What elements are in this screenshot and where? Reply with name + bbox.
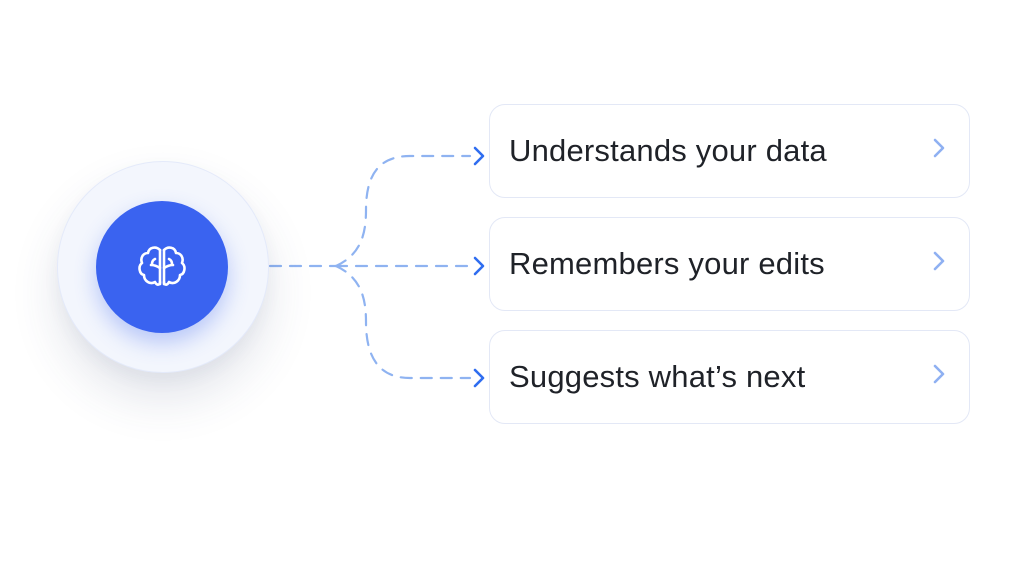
chevron-right-icon (933, 138, 945, 158)
hub-outer-ring (57, 161, 269, 373)
arrowhead-bottom-icon (473, 368, 485, 388)
hub-button[interactable] (96, 201, 228, 333)
feature-card-suggests-next[interactable]: Suggests what’s next (489, 330, 970, 424)
arrowhead-top-icon (473, 146, 485, 166)
chevron-right-icon (933, 251, 945, 271)
feature-list: Understands your data Remembers your edi… (489, 104, 970, 443)
feature-label: Understands your data (509, 133, 827, 168)
brain-icon (138, 246, 186, 286)
arrowhead-middle-icon (473, 256, 485, 276)
chevron-right-icon (933, 364, 945, 384)
feature-card-remembers-edits[interactable]: Remembers your edits (489, 217, 970, 311)
feature-card-understands-data[interactable]: Understands your data (489, 104, 970, 198)
feature-label: Remembers your edits (509, 246, 825, 281)
connector-branch-bottom (334, 264, 472, 380)
connector-branch-top (334, 154, 472, 268)
feature-label: Suggests what’s next (509, 359, 806, 394)
